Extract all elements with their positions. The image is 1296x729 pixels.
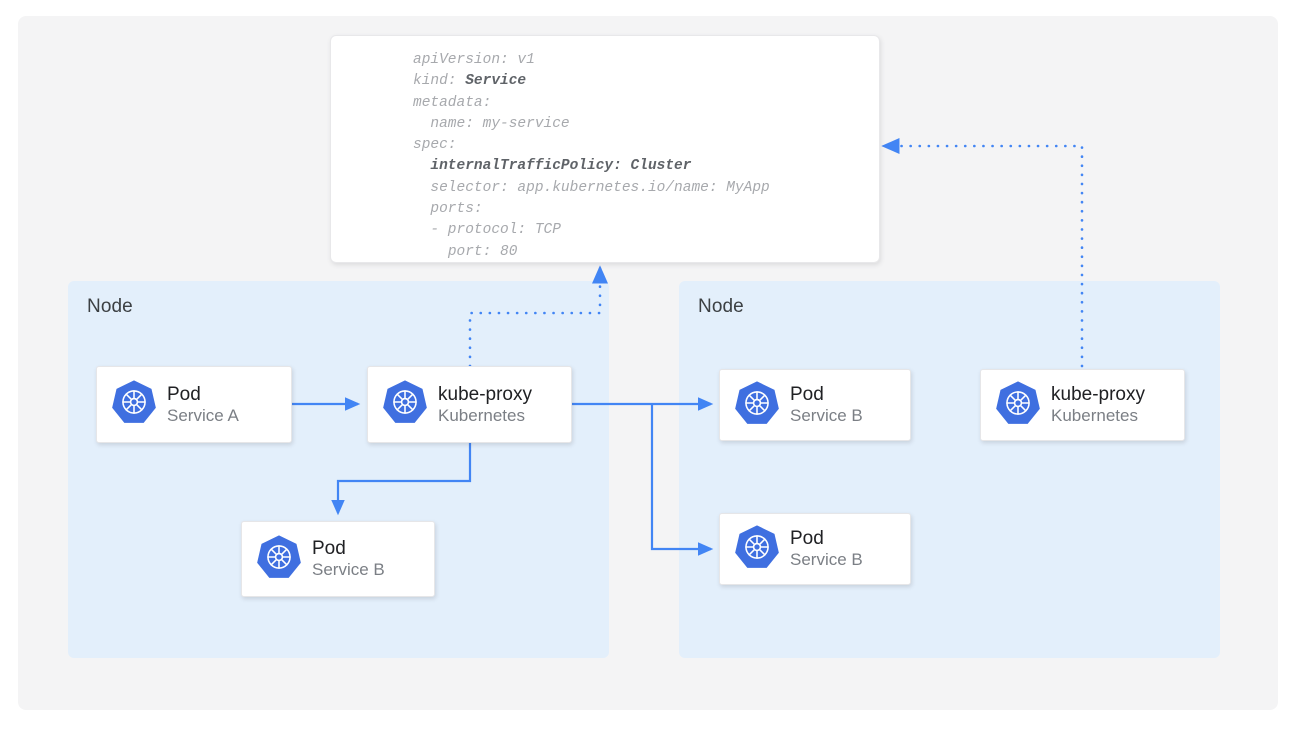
card-pod-service-b-left[interactable]: Pod Service B	[241, 521, 435, 597]
card-kube-proxy-right[interactable]: kube-proxy Kubernetes	[980, 369, 1185, 441]
card-text: Pod Service B	[790, 527, 863, 571]
service-manifest-card: apiVersion: v1 kind: Service metadata: n…	[330, 35, 880, 263]
kubernetes-icon	[256, 534, 302, 585]
node-box-right	[679, 281, 1220, 658]
yaml-line-protocol: - protocol: TCP	[430, 222, 561, 238]
card-subtitle: Service B	[790, 550, 863, 571]
node-label-right: Node	[698, 296, 744, 318]
yaml-line-selector: selector: app.kubernetes.io/name: MyApp	[430, 180, 769, 196]
card-text: Pod Service B	[312, 537, 385, 581]
yaml-line-internal-traffic-policy: internalTrafficPolicy: Cluster	[430, 158, 691, 174]
yaml-line-metadata: metadata:	[413, 95, 491, 111]
yaml-line-kind-value: Service	[465, 73, 526, 89]
card-text: kube-proxy Kubernetes	[438, 383, 532, 427]
yaml-line-metadata-name: name: my-service	[430, 116, 569, 132]
yaml-line-apiversion: apiVersion: v1	[413, 52, 535, 68]
card-subtitle: Kubernetes	[438, 406, 532, 427]
card-pod-service-b-right-top[interactable]: Pod Service B	[719, 369, 911, 441]
card-subtitle: Kubernetes	[1051, 406, 1145, 427]
node-label-left: Node	[87, 296, 133, 318]
card-pod-service-a[interactable]: Pod Service A	[96, 366, 292, 443]
card-title: Pod	[790, 383, 863, 406]
kubernetes-icon	[995, 380, 1041, 431]
card-subtitle: Service A	[167, 406, 239, 427]
service-manifest-code: apiVersion: v1 kind: Service metadata: n…	[413, 50, 770, 263]
card-title: Pod	[167, 383, 239, 406]
card-subtitle: Service B	[790, 406, 863, 427]
yaml-line-spec: spec:	[413, 137, 457, 153]
card-title: kube-proxy	[438, 383, 532, 406]
kubernetes-icon	[734, 524, 780, 575]
yaml-line-ports: ports:	[430, 201, 482, 217]
card-pod-service-b-right-bottom[interactable]: Pod Service B	[719, 513, 911, 585]
kubernetes-icon	[382, 379, 428, 430]
card-title: Pod	[790, 527, 863, 550]
card-title: Pod	[312, 537, 385, 560]
kubernetes-icon	[111, 379, 157, 430]
card-title: kube-proxy	[1051, 383, 1145, 406]
card-kube-proxy-left[interactable]: kube-proxy Kubernetes	[367, 366, 572, 443]
node-box-left	[68, 281, 609, 658]
kubernetes-icon	[734, 380, 780, 431]
card-subtitle: Service B	[312, 560, 385, 581]
yaml-line-kind-key: kind:	[413, 73, 457, 89]
yaml-line-port: port: 80	[448, 244, 518, 260]
card-text: Pod Service A	[167, 383, 239, 427]
card-text: Pod Service B	[790, 383, 863, 427]
card-text: kube-proxy Kubernetes	[1051, 383, 1145, 427]
